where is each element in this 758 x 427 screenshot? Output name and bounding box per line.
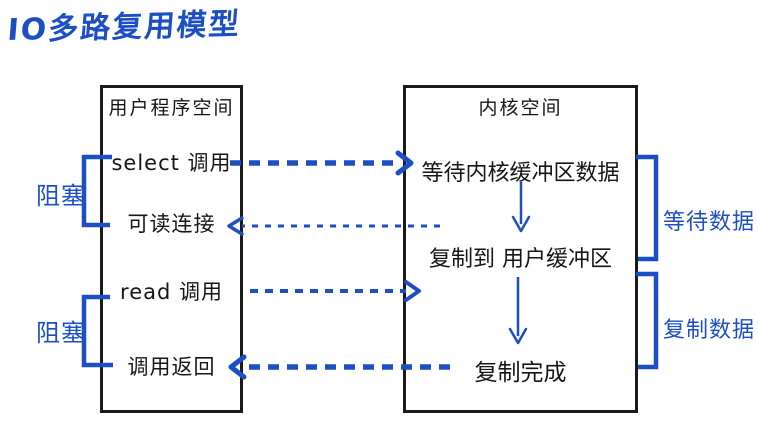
copy-data-label: 复制数据	[663, 318, 756, 343]
blocking-label-1: 阻塞	[36, 182, 86, 210]
user-space-box	[100, 85, 243, 413]
arrow-select-to-kernel-head	[395, 150, 414, 176]
kernel-item-wait-buffer-data: 等待内核缓冲区数据	[421, 161, 620, 186]
user-space-item-readable-connection: 可读连接	[127, 212, 216, 236]
left-bracket-blocking-2	[81, 294, 113, 368]
user-space-item-select-call: select 调用	[111, 151, 232, 175]
blocking-label-2: 阻塞	[36, 319, 86, 347]
wait-data-label: 等待数据	[663, 210, 756, 235]
user-space-item-read-call: read 调用	[120, 280, 223, 304]
kernel-item-copy-done: 复制完成	[474, 360, 567, 386]
arrow-kernel-to-readable-head	[227, 216, 244, 236]
right-bracket-wait-data	[636, 154, 659, 262]
left-bracket-blocking-1	[81, 154, 112, 228]
right-bracket-copy-data	[636, 271, 659, 370]
kernel-space-header: 内核空间	[478, 97, 563, 119]
user-space-header: 用户程序空间	[108, 97, 235, 119]
arrow-copy-to-done-head	[508, 327, 528, 345]
user-space-item-call-return: 调用返回	[127, 355, 216, 379]
kernel-item-copy-to-user-buffer: 复制到 用户缓冲区	[429, 247, 612, 272]
arrow-read-to-kernel-head	[404, 280, 421, 302]
kernel-space-box	[403, 85, 638, 413]
arrow-copydone-to-return-head	[228, 354, 247, 380]
arrow-wait-to-copy-head	[511, 215, 531, 233]
